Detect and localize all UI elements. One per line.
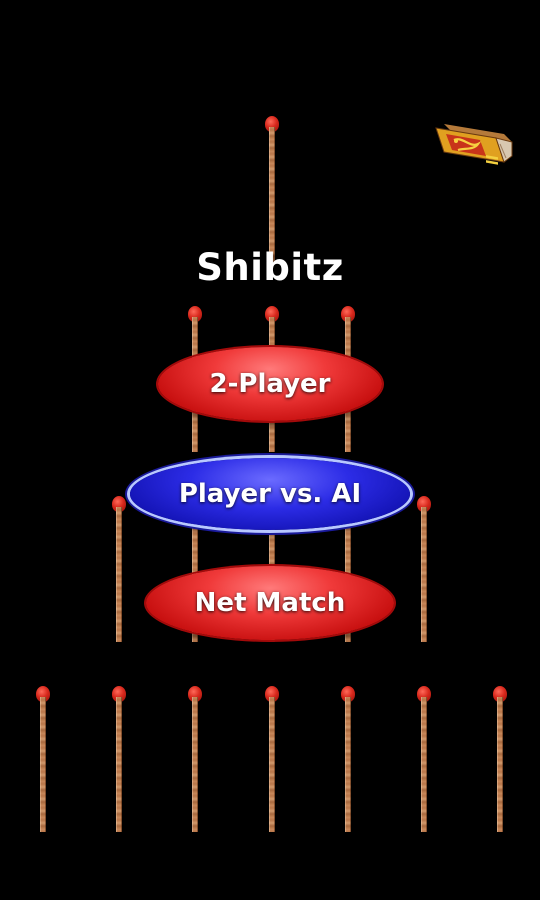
player-vs-ai-button-label: Player vs. AI [178, 479, 362, 509]
match-stick [116, 507, 122, 642]
match-head [417, 686, 431, 702]
two-player-button-label: 2-Player [209, 369, 331, 399]
matchstick[interactable] [265, 686, 279, 832]
matchstick[interactable] [417, 686, 431, 832]
match-stick [269, 697, 275, 832]
matchstick[interactable] [265, 116, 279, 262]
two-player-button[interactable]: 2-Player [158, 347, 382, 421]
match-head [417, 496, 431, 512]
game-title: Shibitz [196, 246, 344, 289]
match-head [265, 686, 279, 702]
match-stick [116, 697, 122, 832]
match-stick [497, 697, 503, 832]
matchbox-icon [434, 118, 514, 173]
matchstick[interactable] [341, 686, 355, 832]
match-stick [421, 507, 427, 642]
net-match-button[interactable]: Net Match [146, 566, 394, 640]
match-stick [421, 697, 427, 832]
matchstick[interactable] [417, 496, 431, 642]
match-head [341, 306, 355, 322]
matchstick[interactable] [112, 496, 126, 642]
player-vs-ai-button[interactable]: Player vs. AI [130, 458, 410, 530]
match-head [265, 116, 279, 132]
matchstick[interactable] [112, 686, 126, 832]
matchstick[interactable] [36, 686, 50, 832]
match-head [188, 306, 202, 322]
net-match-button-label: Net Match [194, 588, 346, 618]
matchstick[interactable] [188, 686, 202, 832]
matchbox-graphic [435, 124, 513, 165]
match-head [188, 686, 202, 702]
matchstick[interactable] [493, 686, 507, 832]
match-head [112, 686, 126, 702]
match-head [112, 496, 126, 512]
match-stick [345, 697, 351, 832]
match-head [265, 306, 279, 322]
match-stick [192, 697, 198, 832]
match-head [341, 686, 355, 702]
match-head [36, 686, 50, 702]
match-stick [269, 127, 275, 262]
match-head [493, 686, 507, 702]
match-stick [40, 697, 46, 832]
